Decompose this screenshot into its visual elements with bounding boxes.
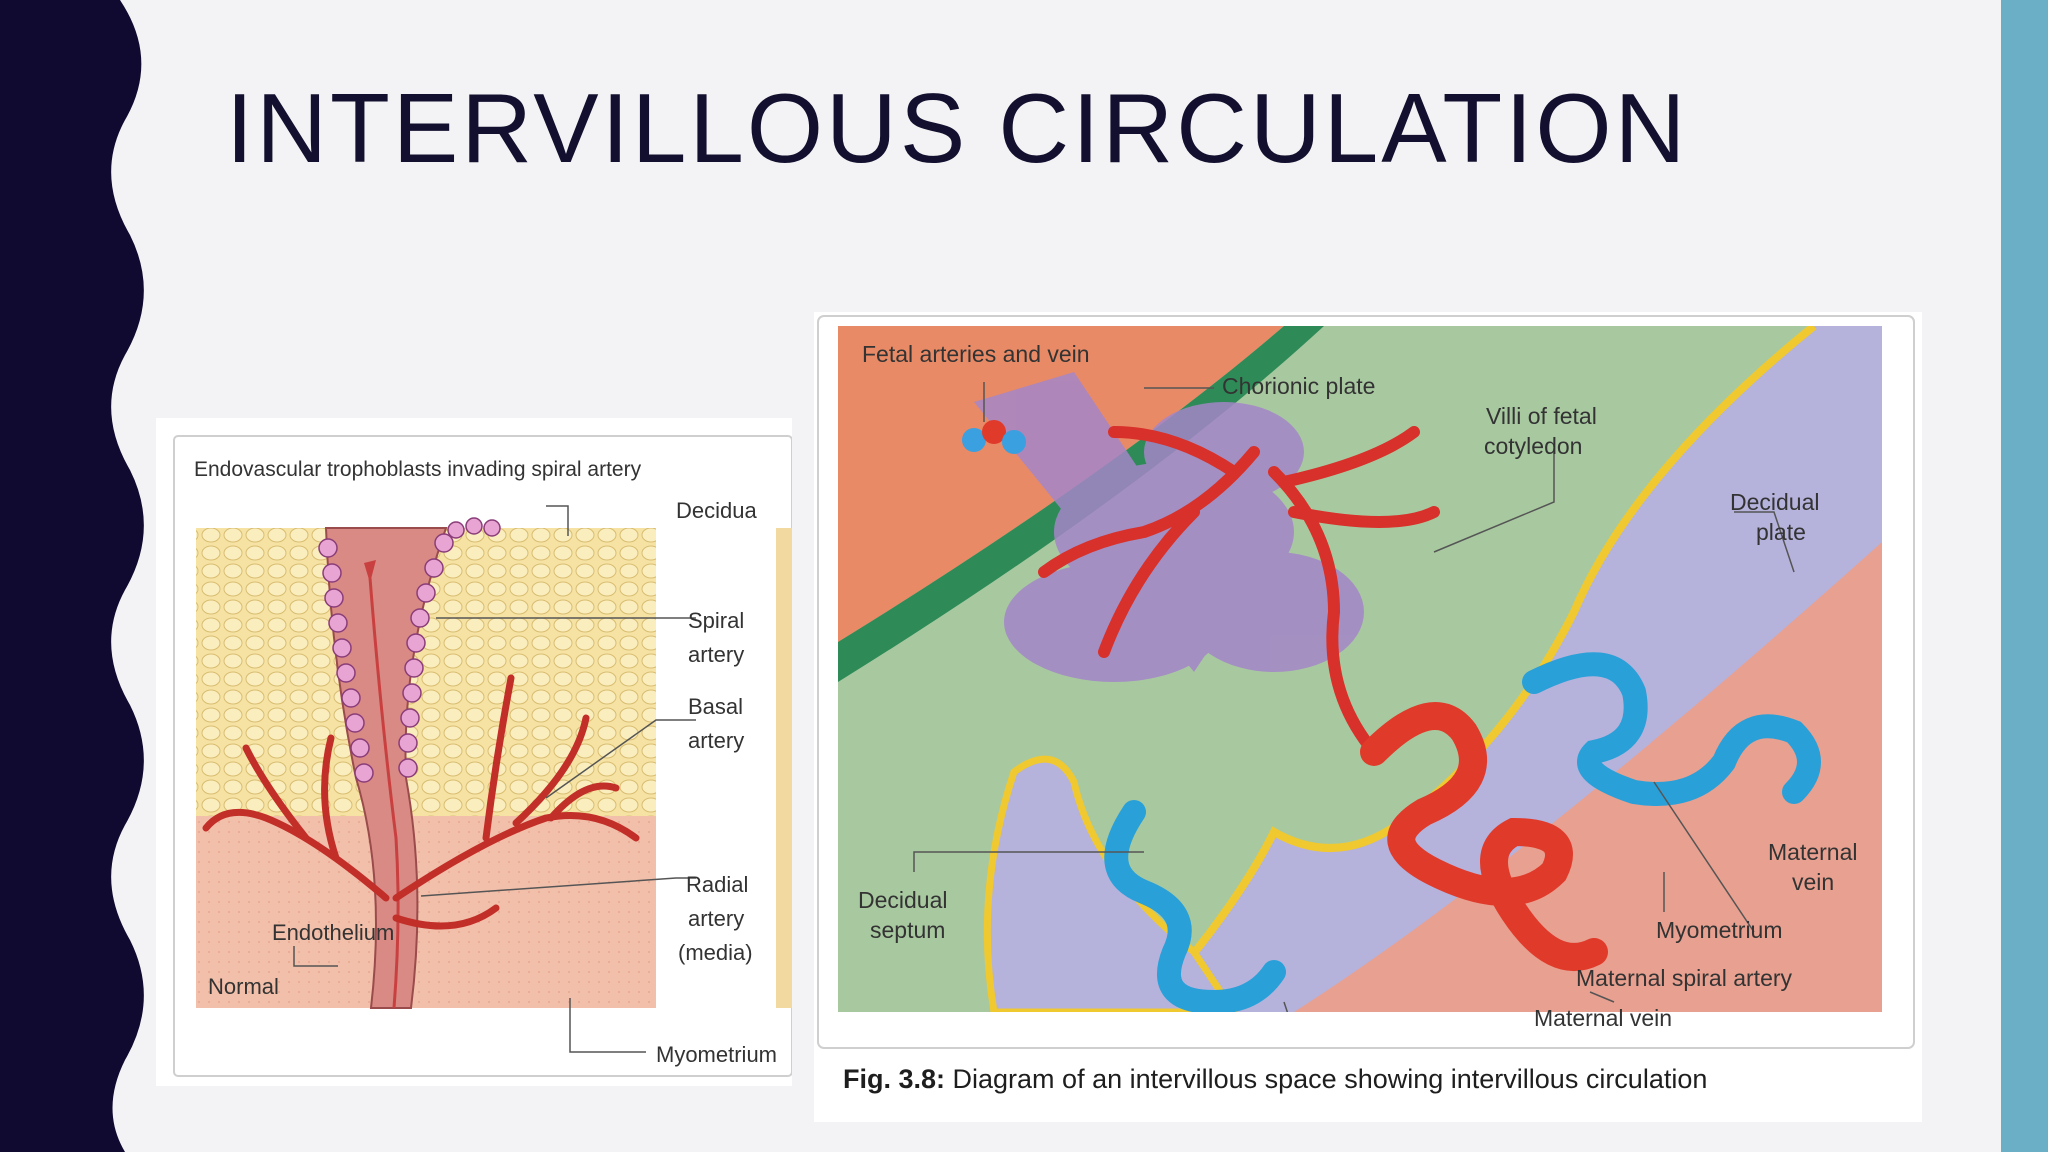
label-spiral-artery-1: Spiral [688, 608, 744, 633]
left-figure: Endovascular trophoblasts invading spira… [156, 418, 792, 1086]
myometrium-region [196, 816, 656, 1008]
label-decidual-plate-1: Decidual [1730, 489, 1820, 515]
fetal-vessel-cross-section [962, 420, 1026, 454]
label-myometrium: Myometrium [656, 1042, 777, 1067]
fetal-vessels [1038, 426, 1440, 758]
label-normal: Normal [208, 974, 279, 999]
label-radial-artery-3: (media) [678, 940, 753, 965]
label-villi-1: Villi of fetal [1486, 403, 1597, 429]
label-spiral-artery-2: artery [688, 642, 744, 667]
label-endothelium: Endothelium [272, 920, 394, 945]
label-radial-artery-1: Radial [686, 872, 748, 897]
label-chorionic-plate: Chorionic plate [1222, 373, 1375, 399]
label-radial-artery-2: artery [688, 906, 744, 931]
slide-title: INTERVILLOUS CIRCULATION [226, 73, 1689, 183]
label-maternal-vein-right-2: vein [1792, 869, 1834, 895]
spiral-artery-diagram: Endovascular trophoblasts invading spira… [173, 435, 792, 1077]
label-fetal-vessels: Fetal arteries and vein [862, 341, 1090, 367]
label-basal-artery-1: Basal [688, 694, 743, 719]
label-decidual-plate-2: plate [1756, 519, 1806, 545]
caption-prefix: Fig. 3.8: [843, 1064, 946, 1094]
label-maternal-vein-bottom: Maternal vein [1534, 1005, 1672, 1031]
caption-text: Diagram of an intervillous space showing… [945, 1064, 1708, 1094]
label-maternal-vein-right-1: Maternal [1768, 839, 1857, 865]
label-decidual-septum-2: septum [870, 917, 945, 943]
label-myometrium-right: Myometrium [1656, 917, 1783, 943]
intervillous-space-diagram: Fetal arteries and vein Chorionic plate … [817, 315, 1915, 1049]
label-decidual-septum-1: Decidual [858, 887, 948, 913]
left-wave-band [0, 0, 144, 1152]
figure-caption: Fig. 3.8: Diagram of an intervillous spa… [843, 1064, 1707, 1095]
right-figure: Fetal arteries and vein Chorionic plate … [814, 312, 1922, 1122]
label-villi-2: cotyledon [1484, 433, 1582, 459]
right-accent-band [2001, 0, 2048, 1152]
left-figure-heading: Endovascular trophoblasts invading spira… [194, 458, 642, 481]
trophoblast-cells [318, 517, 501, 783]
maternal-spiral-artery [1360, 702, 1608, 971]
myometrium-band [1294, 542, 1882, 1012]
maternal-vein-right [1522, 652, 1821, 806]
maternal-vein-left [1104, 800, 1286, 1012]
basal-artery-branches [202, 674, 640, 930]
label-decidua: Decidua [676, 498, 757, 523]
label-maternal-spiral-artery: Maternal spiral artery [1576, 965, 1793, 991]
label-basal-artery-2: artery [688, 728, 744, 753]
